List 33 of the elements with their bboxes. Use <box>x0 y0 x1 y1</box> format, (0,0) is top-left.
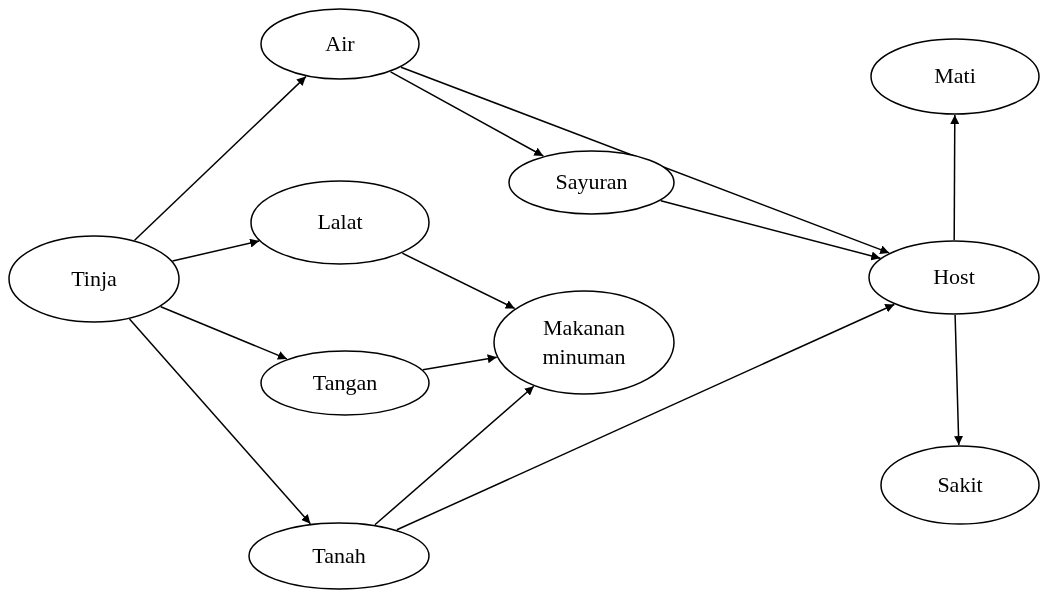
arrow <box>389 71 545 157</box>
arrow <box>396 303 896 531</box>
node-label: Sayuran <box>555 168 628 197</box>
ellipse-node <box>248 522 430 590</box>
arrow <box>128 318 312 525</box>
arrow <box>171 238 260 262</box>
node-label: Host <box>933 263 975 292</box>
ellipse-node <box>493 290 675 395</box>
arrow <box>133 75 307 241</box>
ellipse-node <box>260 8 420 80</box>
ellipse-node <box>508 150 675 215</box>
node-label: Sakit <box>937 470 983 499</box>
arrow <box>950 114 960 241</box>
arrow <box>422 354 498 371</box>
node-label: Mati <box>934 62 976 91</box>
arrow <box>160 305 288 360</box>
node-label: Tangan <box>312 368 378 397</box>
node-label: Tanah <box>312 541 366 570</box>
arrow <box>660 199 882 261</box>
ellipse-node <box>880 445 1040 525</box>
node-label: Tinja <box>71 264 117 293</box>
node-label: Air <box>325 29 355 58</box>
arrow <box>401 252 516 310</box>
ellipse-node <box>8 235 180 323</box>
node-label: Lalat <box>317 208 363 237</box>
ellipse-node <box>870 38 1040 115</box>
ellipse-node <box>868 240 1040 315</box>
ellipse-node <box>250 180 430 265</box>
ellipse-node <box>260 350 430 416</box>
arrow <box>400 66 890 254</box>
node-label: Makanan minuman <box>541 313 627 371</box>
arrow <box>954 314 964 446</box>
arrow <box>374 385 535 526</box>
